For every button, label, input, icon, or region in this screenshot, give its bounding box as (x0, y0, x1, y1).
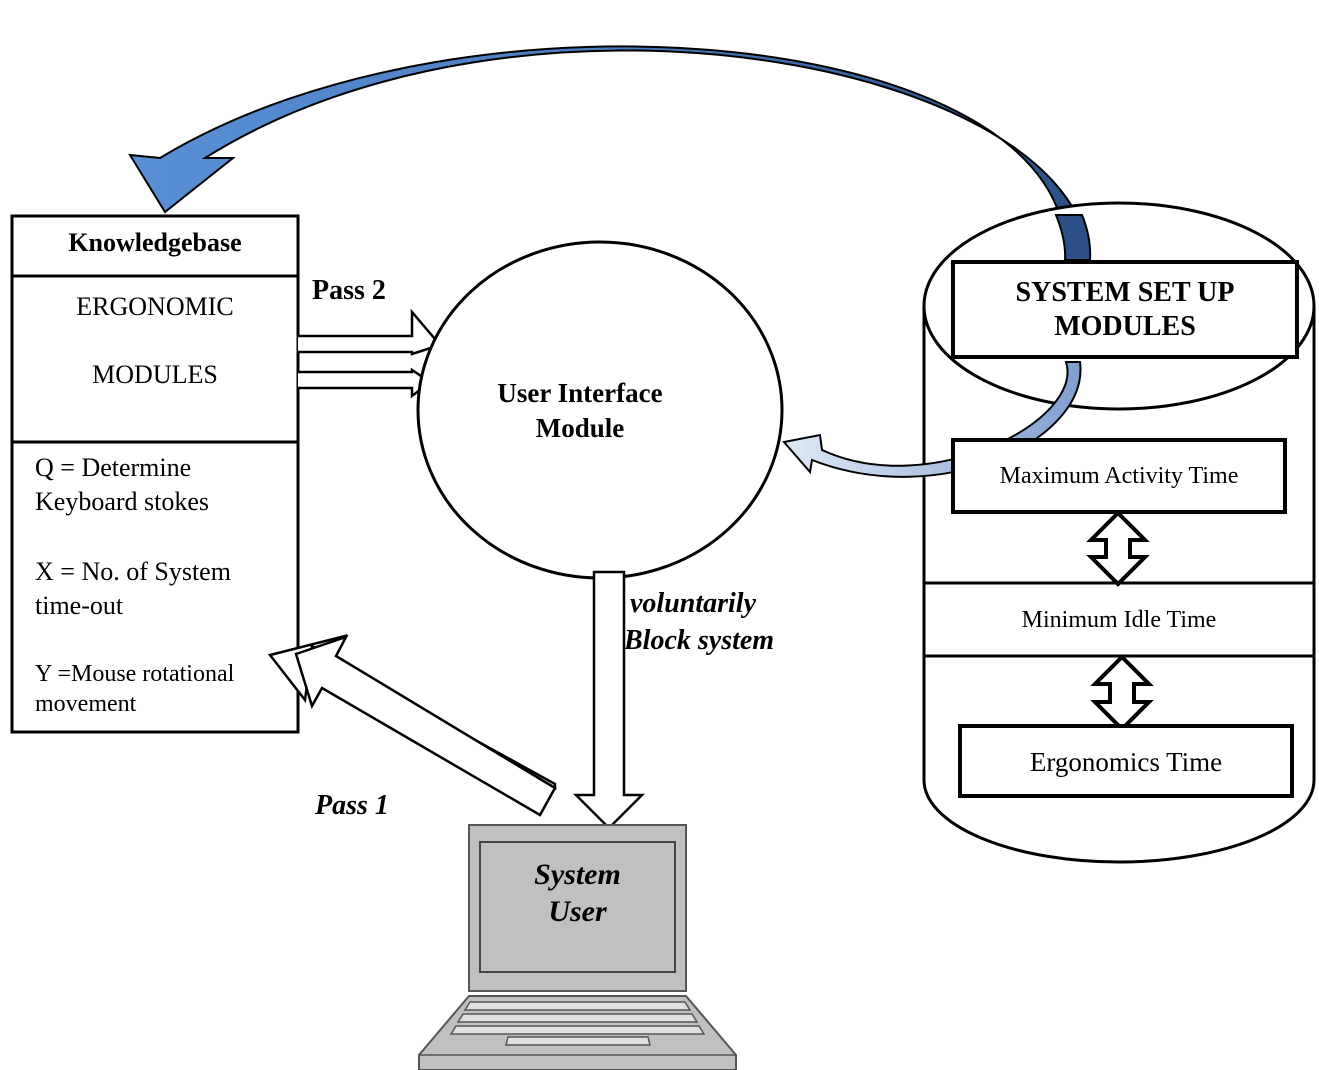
pass2-arrow-lower (298, 367, 433, 399)
block-system-down-arrow (572, 570, 646, 830)
q-definition-line1: Q = Determine (35, 453, 192, 482)
feedback-curved-arrow (128, 45, 1092, 261)
feedback-arrow-tail (1054, 214, 1092, 261)
system-user-line2: User (548, 895, 607, 928)
max-activity-box (951, 438, 1287, 514)
pass2-arrow-upper (298, 308, 443, 356)
max-activity-label: Maximum Activity Time (999, 463, 1239, 489)
system-user-line1: System (534, 858, 621, 891)
user-interface-module-circle (416, 240, 784, 580)
ergonomic-modules-line1: ERGONOMIC (76, 292, 234, 321)
double-arrow-upper (1086, 510, 1150, 587)
ui-module-line1: User Interface (497, 378, 663, 408)
ui-module-line2: Module (535, 413, 625, 443)
x-definition-line1: X = No. of System (35, 557, 231, 586)
ergonomic-modules-line2: MODULES (92, 360, 218, 389)
setup-title-line2: MODULES (1054, 311, 1196, 342)
ergonomics-time-box (958, 724, 1294, 798)
x-definition-line2: time-out (35, 591, 124, 620)
pass1-label: Pass 1 (315, 790, 389, 821)
y-definition-line1: Y =Mouse rotational (35, 661, 235, 687)
ergonomics-time-label: Ergonomics Time (1029, 747, 1223, 777)
q-definition-line2: Keyboard stokes (35, 487, 210, 516)
setup-title-line1: SYSTEM SET UP (1015, 277, 1235, 308)
knowledgebase-box (10, 214, 300, 734)
voluntarily-label: voluntarily (630, 588, 757, 619)
knowledgebase-title: Knowledgebase (68, 228, 242, 257)
y-definition-line2: movement (35, 691, 137, 717)
computer-icon (418, 824, 737, 1070)
block-system-label: Block system (624, 625, 775, 656)
setup-title-box (951, 260, 1299, 359)
pass1-arrow-body (294, 634, 557, 817)
min-idle-label: Minimum Idle Time (1021, 607, 1217, 633)
pass2-label: Pass 2 (312, 275, 386, 306)
